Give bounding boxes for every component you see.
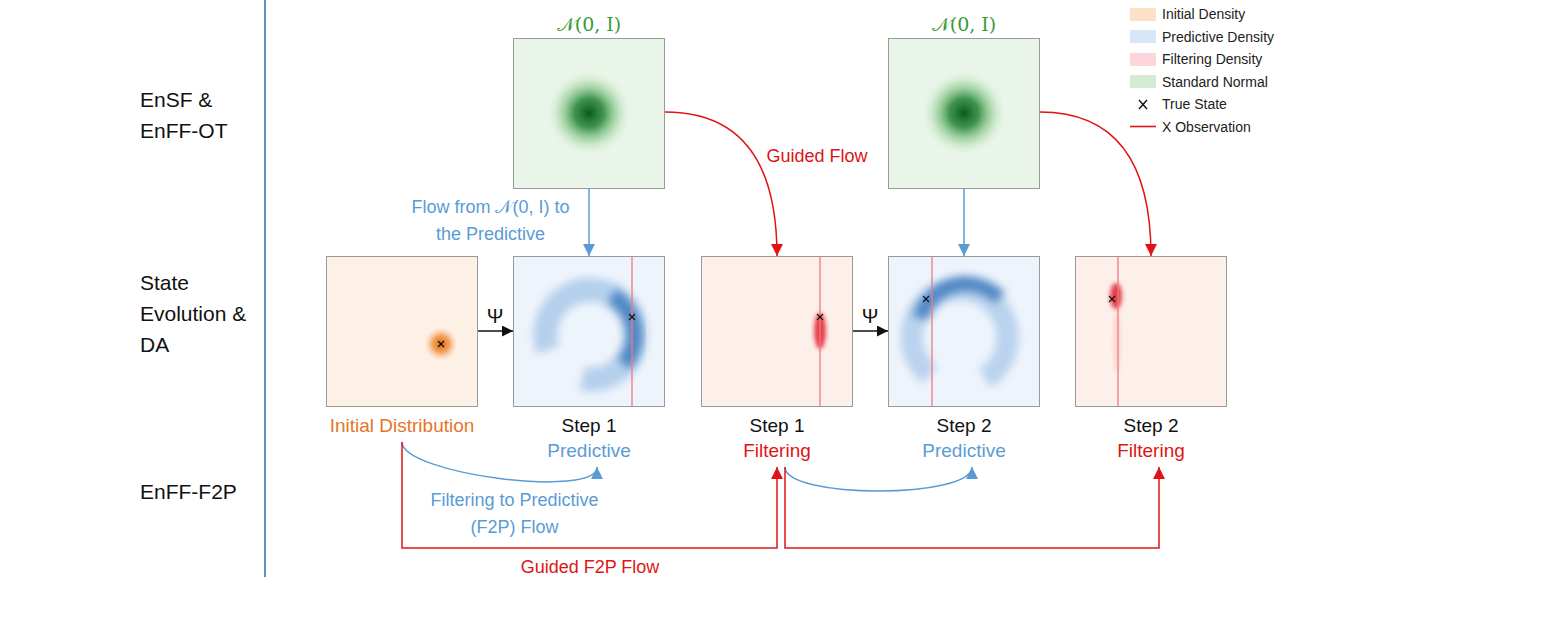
legend-row: Filtering Density [1130, 48, 1274, 71]
flow-connector [1040, 112, 1151, 256]
panel-area [1075, 256, 1227, 406]
flow-connector [588, 188, 590, 256]
panel-node: Step 1Predictive [513, 256, 665, 463]
legend-text: True State [1162, 96, 1227, 112]
legend-swatch [1130, 8, 1156, 21]
edge-label: Flow from 𝒩(0, I) to the Predictive [398, 194, 583, 248]
legend-swatch [1130, 75, 1156, 88]
panel-title: Step 2 [888, 413, 1040, 438]
normal-density [547, 71, 631, 155]
panel-title: 𝒩(0, I) [888, 10, 1040, 38]
legend-text: Predictive Density [1162, 29, 1274, 45]
panel-area [326, 256, 478, 406]
edge-label: Ψ [855, 303, 885, 329]
edge-label: Ψ [480, 303, 510, 329]
initial-density [424, 327, 458, 361]
flow-connector [853, 330, 888, 331]
observation-line [1117, 257, 1118, 406]
legend-text: Initial Density [1162, 6, 1245, 22]
flow-connector [785, 467, 972, 491]
predictive-panel [514, 257, 665, 407]
predictive-panel [889, 257, 1040, 407]
true-state-cross [438, 341, 444, 347]
legend-text: X Observation [1162, 119, 1251, 135]
edge-label: Guided Flow [752, 143, 882, 170]
predictive-density-core [612, 296, 635, 364]
panel-area [701, 256, 853, 406]
legend-text: Filtering Density [1162, 51, 1262, 67]
observation-line [819, 257, 820, 406]
panel-node: 𝒩(0, I) [513, 10, 665, 188]
panel-title: Initial Distribution [326, 413, 478, 438]
normal-panel [514, 39, 665, 189]
panel-area [513, 256, 665, 406]
observation-line [631, 257, 632, 406]
filtering-panel [1076, 257, 1227, 407]
legend-swatch [1130, 53, 1156, 66]
row-label: EnFF-F2P [140, 476, 260, 507]
panel-title: Step 1 [513, 413, 665, 438]
filtering-density-tail [1114, 310, 1120, 374]
true-state-cross [1109, 296, 1115, 302]
legend-row: Standard Normal [1130, 71, 1274, 94]
panel-title: 𝒩(0, I) [513, 10, 665, 38]
panel-area [513, 38, 665, 188]
observation-line [931, 257, 932, 406]
flow-connector [478, 330, 513, 331]
legend-row: True State [1130, 93, 1274, 116]
panel-subtitle: Predictive [888, 438, 1040, 463]
legend-row: Initial Density [1130, 3, 1274, 26]
normal-panel [889, 39, 1040, 189]
filtering-panel [702, 257, 853, 407]
panel-node: Initial Distribution [326, 256, 478, 438]
panel-title: Step 2 [1075, 413, 1227, 438]
panel-title: Step 1 [701, 413, 853, 438]
legend-symbol [1130, 98, 1156, 111]
flow-connector [665, 112, 777, 256]
true-state-cross [817, 314, 823, 320]
legend-row: X Observation [1130, 116, 1274, 139]
panel-node: Step 2Predictive [888, 256, 1040, 463]
legend-swatch [1130, 30, 1156, 43]
legend-row: Predictive Density [1130, 26, 1274, 49]
flow-connector [785, 467, 1159, 548]
row-label: State Evolution & DA [140, 267, 250, 360]
edge-label: Guided F2P Flow [500, 555, 680, 579]
panel-area [888, 256, 1040, 406]
initial-panel [327, 257, 478, 407]
separator-line [264, 0, 266, 577]
row-label: EnSF & EnFF-OT [140, 84, 240, 146]
legend: Initial DensityPredictive DensityFilteri… [1130, 3, 1274, 138]
flow-connector [963, 188, 965, 256]
panel-node: Step 1Filtering [701, 256, 853, 463]
panel-subtitle: Filtering [701, 438, 853, 463]
true-state-cross [923, 296, 929, 302]
panel-node: Step 2Filtering [1075, 256, 1227, 463]
normal-density [922, 71, 1006, 155]
edge-label: Filtering to Predictive (F2P) Flow [407, 487, 622, 541]
predictive-density [545, 290, 635, 380]
legend-text: Standard Normal [1162, 74, 1268, 90]
panel-node: 𝒩(0, I) [888, 10, 1040, 188]
true-state-cross [629, 314, 635, 320]
panel-subtitle: Predictive [513, 438, 665, 463]
filtering-density [1110, 283, 1122, 309]
panel-area [888, 38, 1040, 188]
panel-subtitle: Filtering [1075, 438, 1227, 463]
legend-symbol [1130, 120, 1156, 133]
